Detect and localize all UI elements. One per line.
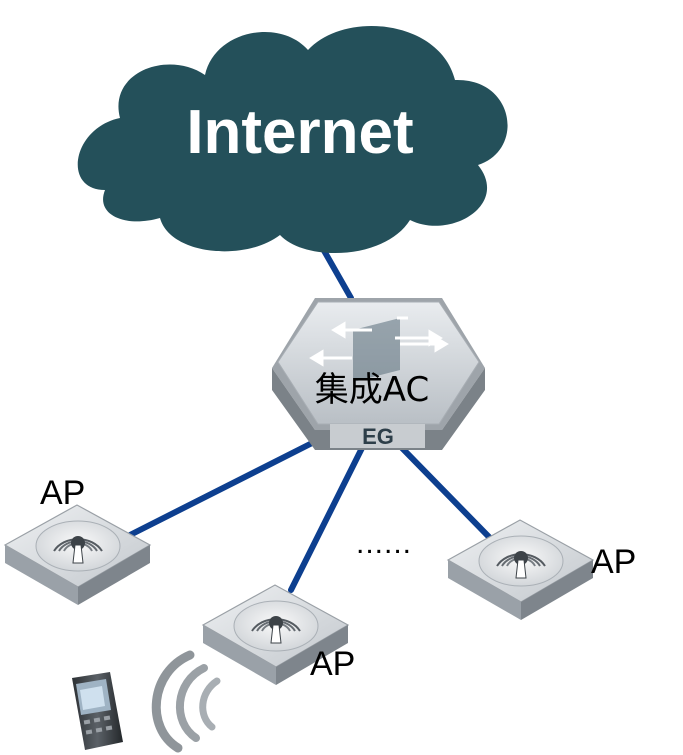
gateway-device: 集成AC EG xyxy=(272,298,485,450)
access-point-middle: AP xyxy=(202,584,355,686)
link-gateway-to-ap-left xyxy=(127,435,325,538)
wifi-signal-icon xyxy=(151,650,221,753)
gateway-hexagon-icon xyxy=(272,298,485,450)
internet-cloud: Internet xyxy=(77,26,508,254)
mobile-phone-icon xyxy=(72,672,123,750)
cloud-icon xyxy=(77,26,508,254)
access-point-right: AP xyxy=(447,519,636,621)
link-gateway-to-ap-right xyxy=(399,445,495,543)
access-point-left: AP xyxy=(4,474,151,606)
access-point-icon xyxy=(4,504,151,606)
gateway-badge: EG xyxy=(362,424,394,449)
gateway-label: 集成AC xyxy=(315,370,429,410)
ap-label-right: AP xyxy=(591,543,636,581)
link-gateway-to-ap-middle xyxy=(288,445,365,593)
more-access-points-ellipsis: ...... xyxy=(356,527,412,560)
ap-label-left: AP xyxy=(40,474,85,512)
ap-label-middle: AP xyxy=(310,645,355,683)
access-point-icon xyxy=(447,519,594,621)
cloud-label: Internet xyxy=(186,98,413,167)
